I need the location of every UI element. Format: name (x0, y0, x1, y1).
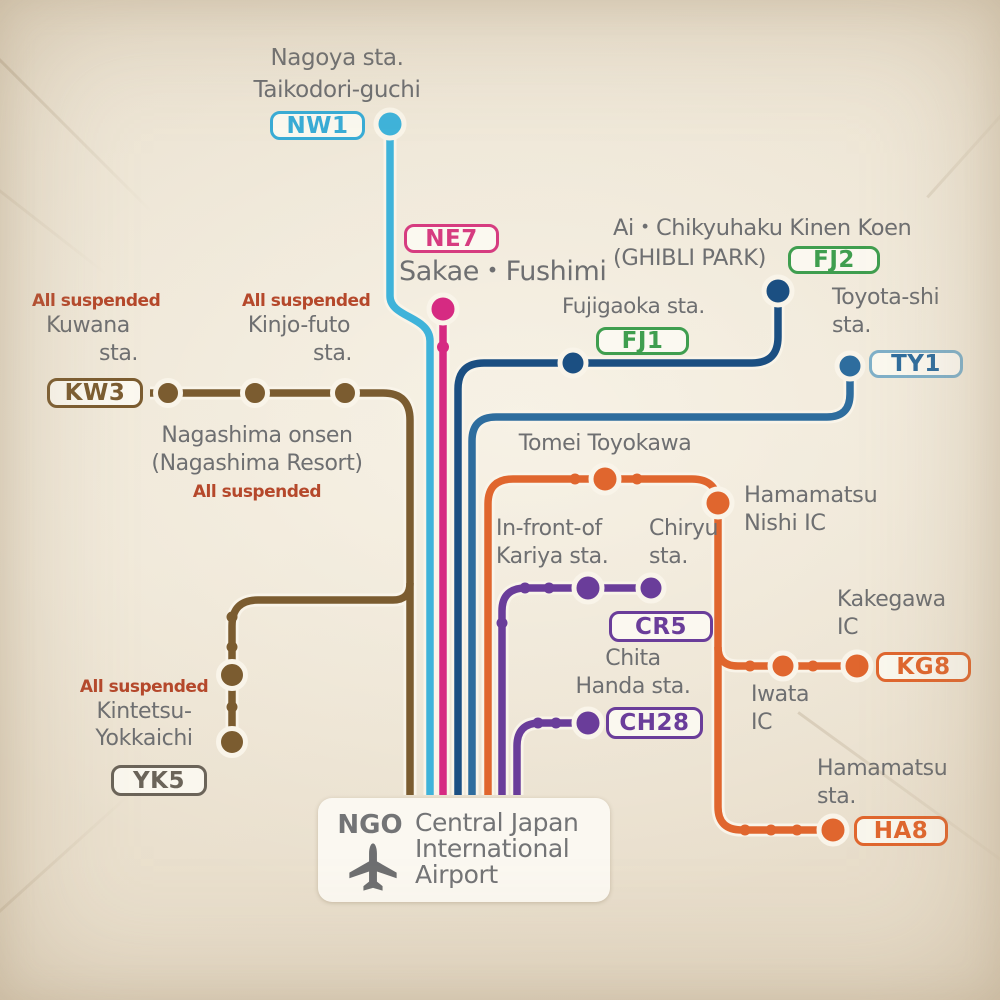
airport-card: NGO Central Japan International Airport (318, 798, 610, 902)
badge-ty1: TY1 (869, 350, 963, 378)
kuwana-station-dot (153, 378, 183, 408)
yokkaichi-station-dot (216, 726, 248, 758)
iwata-ic-dot (767, 650, 799, 682)
route-tick-dot (631, 473, 643, 485)
route-kuwana-line (150, 389, 414, 795)
route-tick-dot (543, 582, 555, 594)
route-yokkaichi-branch-line (228, 582, 414, 742)
kintetsu-yokkaichi-label: All suspended Kintetsu- Yokkaichi (79, 677, 209, 751)
kinjo-futo-station-dot (330, 378, 360, 408)
route-toyota-line (468, 370, 854, 795)
suspended-note: All suspended (192, 482, 322, 502)
toyota-station-dot (834, 350, 866, 382)
chiryu-station-label: Chiryu sta. (649, 516, 719, 569)
route-tick-dot (496, 617, 508, 629)
toyota-station-label: Toyota-shi sta. (832, 285, 940, 338)
mid-station-dot (240, 378, 270, 408)
route-tick-dot (765, 824, 777, 836)
sakae-route-dots (426, 292, 460, 353)
nagoya-station-label: Nagoya sta. Taikodori-guchi (253, 45, 421, 103)
route-tick-dot (437, 341, 449, 353)
route-tick-dot (744, 660, 756, 672)
chita-route-dots (532, 706, 605, 740)
suspended-note: All suspended (32, 291, 161, 311)
suspended-note: All suspended (79, 677, 209, 697)
badge-ne7: NE7 (404, 224, 499, 253)
badge-yk5: YK5 (111, 765, 207, 796)
airport-code: NGO (337, 810, 403, 840)
kariya-station-dot (571, 571, 605, 605)
chita-handa-station-dot (571, 706, 605, 740)
toyota-route-dots (834, 350, 866, 382)
route-tick-dot (569, 473, 581, 485)
kinjo-futo-station-label: All suspended Kinjo-futo sta. (242, 291, 371, 366)
tomei-route-dots (569, 462, 874, 847)
route-kakegawa-branch-line (714, 646, 858, 670)
fujigaoka-station-label: Fujigaoka sta. (562, 294, 705, 319)
kariya-route-dots (496, 571, 667, 629)
badge-cr5: CR5 (609, 611, 713, 642)
nagoya-route-dots (373, 107, 407, 141)
ghibli-park-label: Ai・Chikyuhaku Kinen Koen (GHIBLI PARK) (613, 215, 912, 271)
route-nagoya-line (386, 128, 434, 795)
route-tick-dot (791, 824, 803, 836)
hamamatsu-nishi-ic-dot (701, 486, 735, 520)
hamamatsu-station-dot (816, 813, 850, 847)
kakegawa-ic-label: Kakegawa IC (837, 587, 946, 640)
badge-fj1: FJ1 (596, 327, 689, 355)
chiryu-station-dot (635, 572, 667, 604)
fujigaoka-route-dots (557, 274, 795, 379)
hamamatsu-nishi-ic-label: Hamamatsu Nishi IC (744, 482, 878, 536)
route-tick-dot (550, 717, 562, 729)
ghibli-park-station-dot (761, 274, 795, 308)
tomei-toyokawa-label: Tomei Toyokawa (518, 431, 692, 456)
route-tick-dot (226, 701, 238, 713)
hamamatsu-station-label: Hamamatsu sta. (817, 756, 948, 809)
kuwana-station-label: All suspended Kuwana sta. (32, 291, 161, 366)
badge-ch28: CH28 (606, 707, 703, 739)
kakegawa-ic-dot (840, 649, 874, 683)
badge-fj2: FJ2 (788, 246, 880, 274)
sakae-fushimi-label: Sakae・Fushimi (399, 256, 607, 287)
airport-name: Central Japan International Airport (415, 808, 579, 889)
route-tick-dot (807, 660, 819, 672)
tomei-toyokawa-station-dot (588, 462, 622, 496)
badge-nw1: NW1 (270, 111, 365, 140)
route-fujigaoka-line (454, 296, 782, 795)
route-yokkaichi-casing (225, 582, 417, 742)
chita-handa-label: Chita Handa sta. (575, 646, 691, 699)
fujigaoka-station-dot (557, 347, 589, 379)
route-tick-dot (519, 582, 531, 594)
route-tick-dot (532, 717, 544, 729)
airplane-icon (346, 840, 400, 898)
route-tomei-line (484, 475, 834, 834)
route-tick-dot (226, 611, 238, 623)
badge-ha8: HA8 (854, 816, 948, 846)
route-tick-dot (739, 824, 751, 836)
nagashima-label: Nagashima onsen (Nagashima Resort) All s… (151, 423, 363, 502)
kariya-station-label: In-front-of Kariya sta. (496, 516, 609, 569)
sakae-station-dot (426, 292, 460, 326)
route-tick-dot (226, 641, 238, 653)
badge-kg8: KG8 (876, 652, 971, 682)
nagashima-station-dot (216, 659, 248, 691)
nagoya-station-dot (373, 107, 407, 141)
badge-kw3: KW3 (47, 378, 143, 408)
suspended-note: All suspended (242, 291, 371, 311)
kuwana-route-dots (153, 378, 360, 758)
iwata-ic-label: Iwata IC (751, 682, 810, 735)
